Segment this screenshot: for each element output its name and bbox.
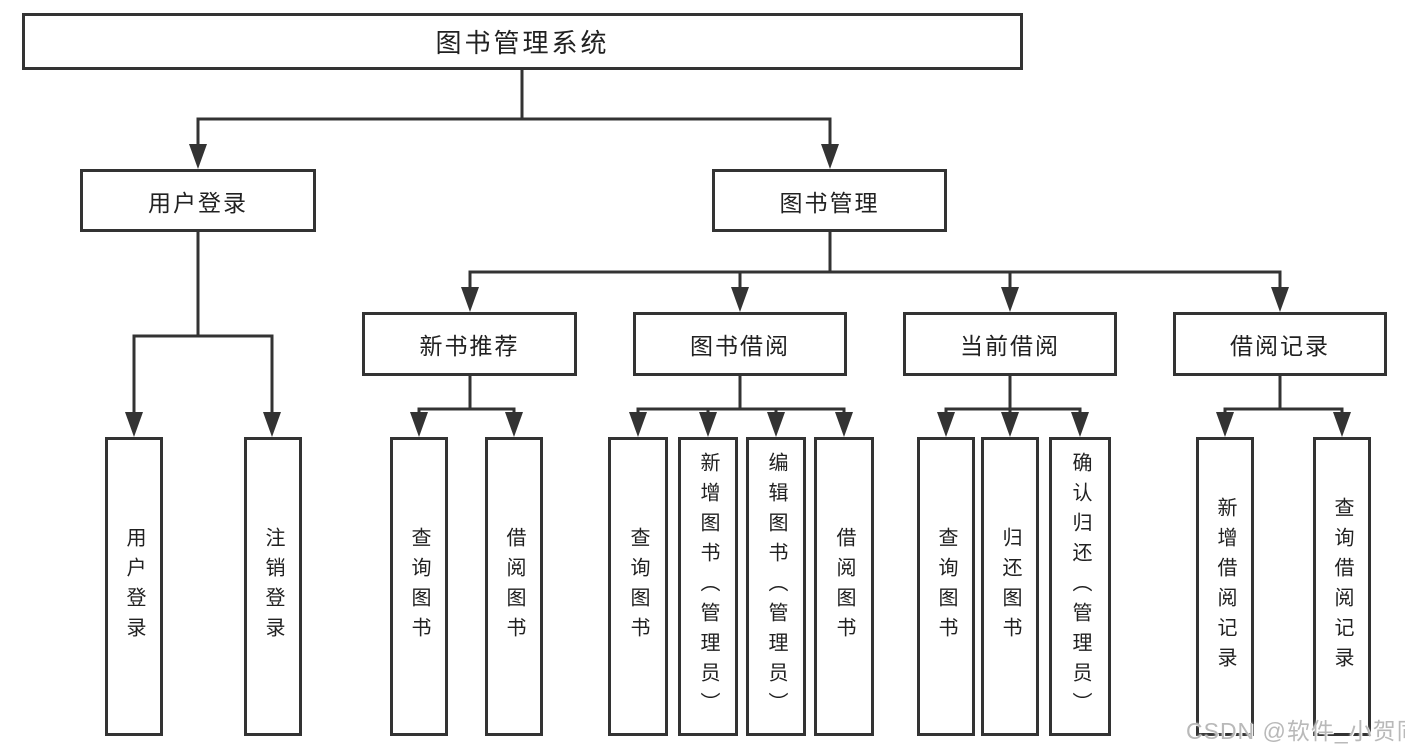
leaf-edit-book-admin-label: 编辑图书（管理员）: [765, 451, 787, 722]
node-new-book-recommend: 新书推荐: [362, 312, 577, 376]
leaf-logout: 注销登录: [244, 437, 302, 736]
leaf-add-borrow-record: 新增借阅记录: [1196, 437, 1254, 736]
node-user-login: 用户登录: [80, 169, 316, 232]
csdn-watermark: CSDN @软件_小贺同学: [1186, 718, 1405, 744]
node-borrow-record-label: 借阅记录: [1230, 333, 1330, 359]
node-current-borrow: 当前借阅: [903, 312, 1117, 376]
node-borrow-record: 借阅记录: [1173, 312, 1387, 376]
node-book-management: 图书管理: [712, 169, 947, 232]
leaf-return-book-label: 归还图书: [999, 526, 1021, 647]
leaf-query-book-current-label: 查询图书: [935, 526, 957, 647]
node-new-book-recommend-label: 新书推荐: [419, 333, 520, 359]
leaf-user-login-label: 用户登录: [123, 526, 145, 647]
leaf-add-book-admin: 新增图书（管理员）: [678, 437, 738, 736]
leaf-query-book-borrow-label: 查询图书: [627, 526, 649, 647]
leaf-query-book-current: 查询图书: [917, 437, 975, 736]
leaf-query-book-recommend: 查询图书: [390, 437, 448, 736]
leaf-query-borrow-record: 查询借阅记录: [1313, 437, 1371, 736]
leaf-edit-book-admin: 编辑图书（管理员）: [746, 437, 806, 736]
node-book-borrow-label: 图书借阅: [690, 333, 790, 359]
node-current-borrow-label: 当前借阅: [960, 333, 1060, 359]
leaf-query-borrow-record-label: 查询借阅记录: [1331, 496, 1353, 677]
leaf-borrow-book: 借阅图书: [814, 437, 874, 736]
leaf-borrow-book-recommend: 借阅图书: [485, 437, 543, 736]
node-book-management-label: 图书管理: [779, 189, 880, 216]
node-root-label: 图书管理系统: [435, 28, 610, 58]
node-book-borrow: 图书借阅: [633, 312, 847, 376]
leaf-add-borrow-record-label: 新增借阅记录: [1214, 496, 1236, 677]
leaf-add-book-admin-label: 新增图书（管理员）: [697, 451, 719, 722]
node-root: 图书管理系统: [22, 13, 1023, 70]
leaf-user-login: 用户登录: [105, 437, 163, 736]
leaf-query-book-recommend-label: 查询图书: [408, 526, 430, 647]
leaf-borrow-book-recommend-label: 借阅图书: [503, 526, 525, 647]
leaf-logout-label: 注销登录: [262, 526, 284, 647]
leaf-borrow-book-label: 借阅图书: [833, 526, 855, 647]
arrow-heads: [125, 144, 1351, 437]
leaf-query-book-borrow: 查询图书: [608, 437, 668, 736]
node-user-login-label: 用户登录: [148, 189, 248, 216]
leaf-confirm-return-admin: 确认归还（管理员）: [1049, 437, 1111, 736]
tree-edges: [132, 68, 1344, 416]
leaf-confirm-return-admin-label: 确认归还（管理员）: [1069, 451, 1091, 722]
leaf-return-book: 归还图书: [981, 437, 1039, 736]
